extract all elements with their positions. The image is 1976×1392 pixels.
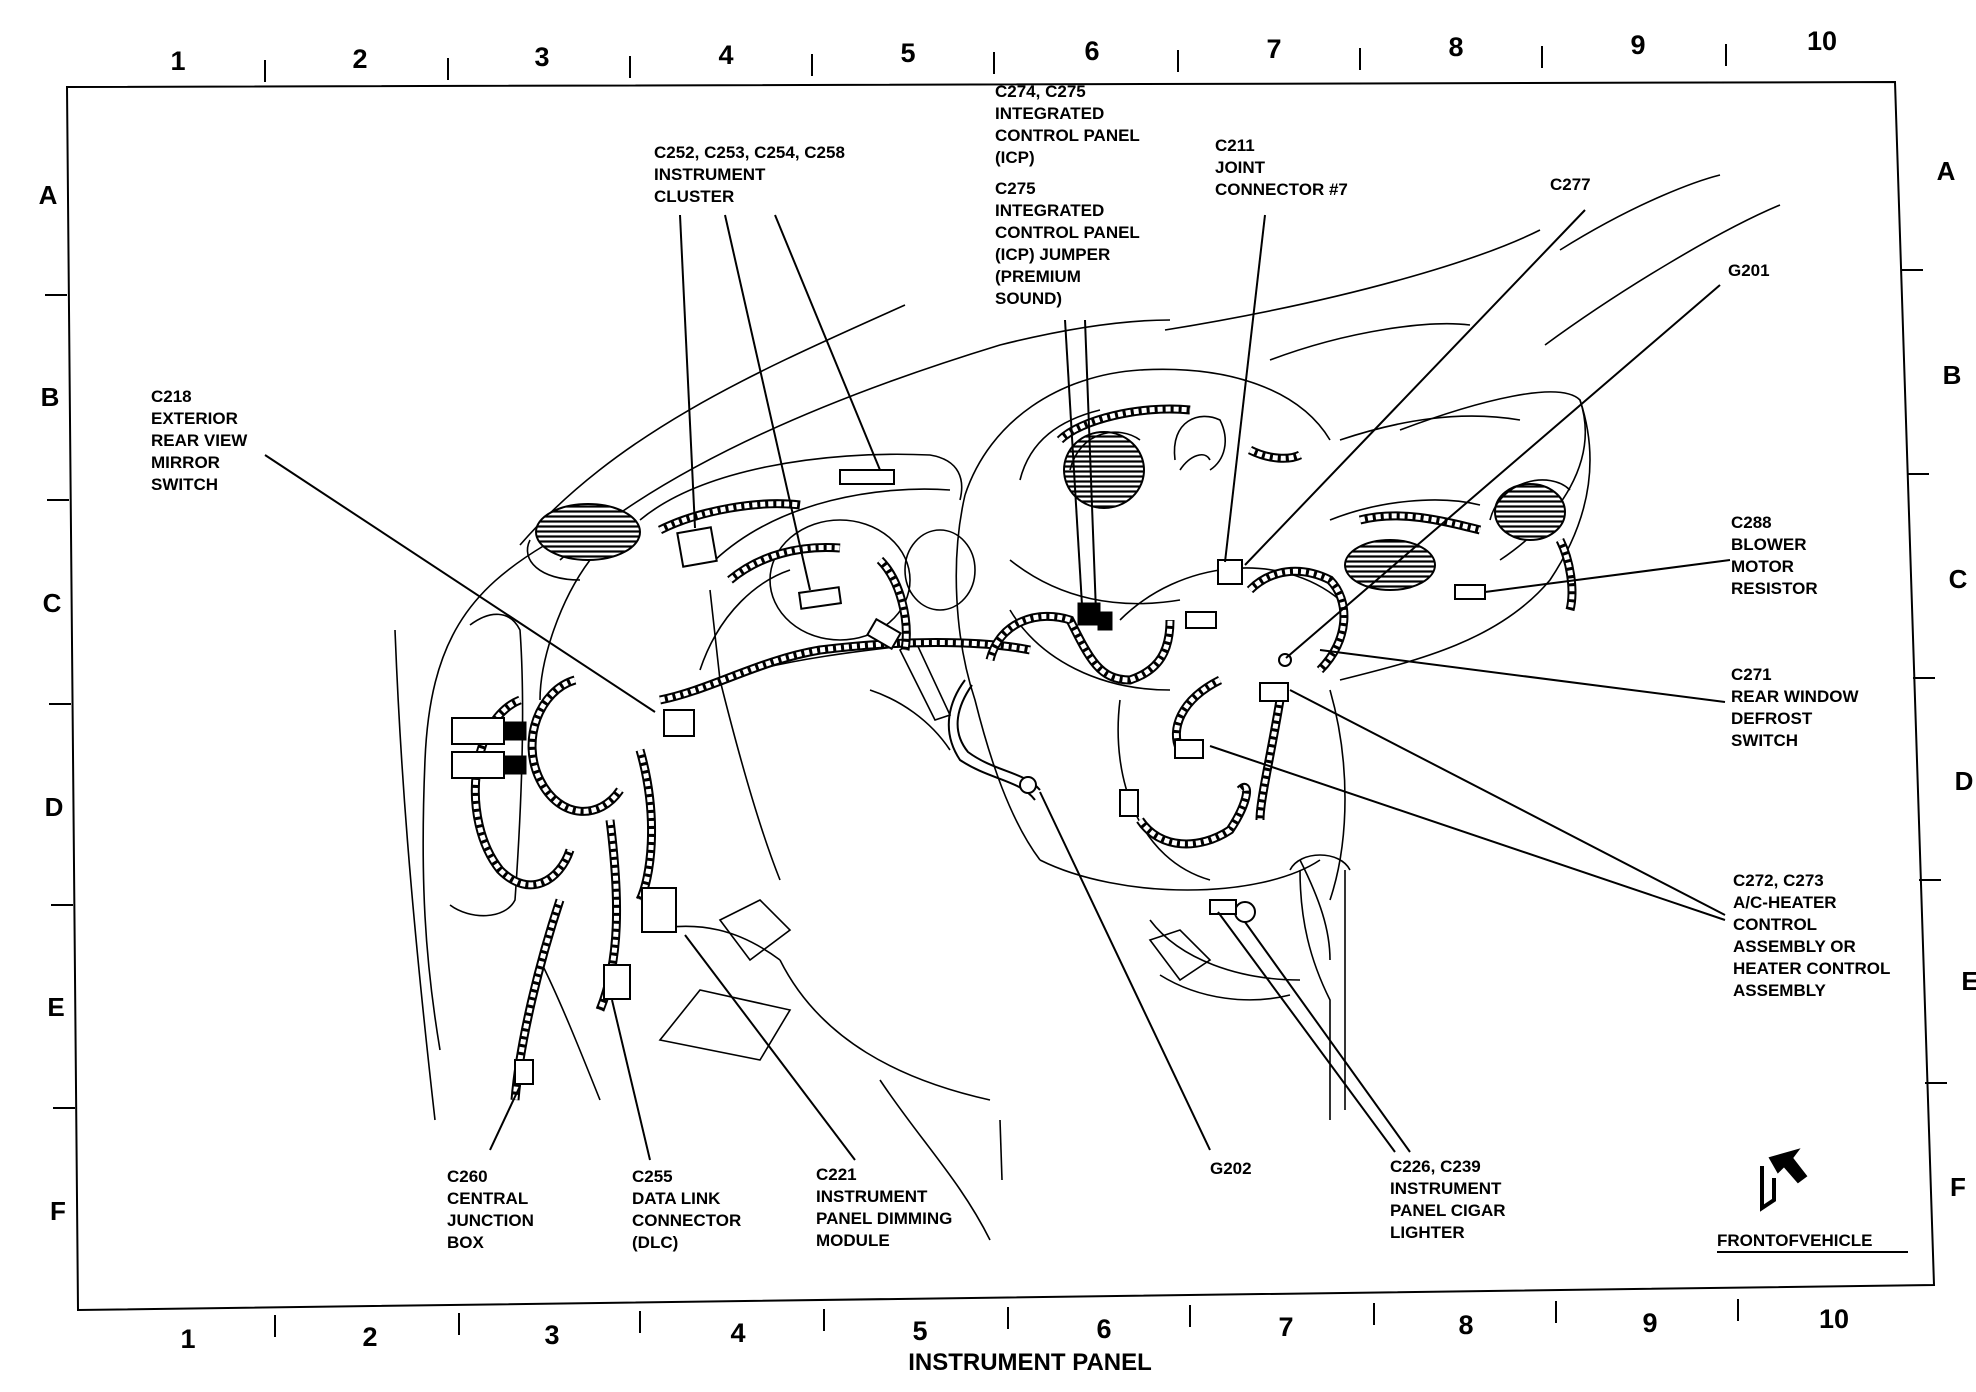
callout-c260: C260 CENTRAL JUNCTION BOX (447, 1167, 539, 1252)
bottom-column-ticks (274, 1299, 1739, 1337)
callout-c277: C277 (1550, 175, 1591, 194)
connectors (451, 469, 1486, 1085)
left-air-vent (535, 503, 641, 561)
page-title: INSTRUMENT PANEL (908, 1349, 1152, 1376)
col-label: 10 (1807, 26, 1837, 56)
row-label: F (50, 1196, 66, 1226)
center-air-vent (1063, 431, 1145, 509)
col-label: 5 (900, 38, 915, 68)
col-label: 4 (730, 1318, 745, 1348)
row-label: C (43, 588, 62, 618)
row-label: B (41, 382, 60, 412)
col-label: 1 (170, 46, 185, 76)
row-label: D (1955, 766, 1974, 796)
callout-c211: C211 JOINT CONNECTOR #7 (1215, 136, 1348, 199)
col-label: 3 (534, 42, 549, 72)
col-label: 2 (352, 44, 367, 74)
wiring-harness (470, 404, 1577, 1101)
right-row-ticks (1901, 269, 1947, 1084)
left-row-labels: A B C D E F (39, 180, 66, 1226)
callout-c255: C255 DATA LINK CONNECTOR (DLC) (632, 1167, 746, 1252)
front-of-vehicle-arrow-icon (1760, 1148, 1808, 1212)
row-label: C (1949, 564, 1968, 594)
row-label: E (47, 992, 64, 1022)
col-label: 7 (1266, 34, 1281, 64)
right-air-vent (1494, 483, 1566, 541)
callout-c275: C275 INTEGRATED CONTROL PANEL (ICP) JUMP… (995, 179, 1144, 308)
col-label: 8 (1458, 1310, 1473, 1340)
row-label: E (1961, 966, 1976, 996)
callout-c288: C288 BLOWER MOTOR RESISTOR (1731, 513, 1818, 598)
row-label: A (1937, 156, 1956, 186)
leader-lines (264, 209, 1731, 1161)
callout-c221: C221 INSTRUMENT PANEL DIMMING MODULE (816, 1165, 957, 1250)
left-row-ticks (45, 294, 75, 1109)
top-column-ticks (264, 44, 1727, 82)
col-label: 1 (180, 1324, 195, 1354)
col-label: 10 (1819, 1304, 1849, 1334)
row-label: D (45, 792, 64, 822)
row-label: B (1943, 360, 1962, 390)
callout-c252: C252, C253, C254, C258 INSTRUMENT CLUSTE… (654, 143, 850, 206)
callout-c272: C272, C273 A/C-HEATER CONTROL ASSEMBLY O… (1733, 871, 1895, 1000)
callout-c274: C274, C275 INTEGRATED CONTROL PANEL (ICP… (995, 82, 1144, 167)
callout-g201: G201 (1728, 261, 1770, 280)
callout-g202: G202 (1210, 1159, 1252, 1178)
row-label: F (1950, 1172, 1966, 1202)
right-row-labels: A B C D E F (1937, 156, 1976, 1202)
diagram-frame (65, 80, 1936, 1312)
col-label: 2 (362, 1322, 377, 1352)
col-label: 5 (912, 1316, 927, 1346)
callout-c218: C218 EXTERIOR REAR VIEW MIRROR SWITCH (151, 387, 252, 494)
col-label: 6 (1096, 1314, 1111, 1344)
front-of-vehicle-label: FRONTOFVEHICLE (1717, 1231, 1873, 1250)
dashboard-illustration (394, 174, 1781, 1241)
col-label: 9 (1642, 1308, 1657, 1338)
row-label: A (39, 180, 58, 210)
callout-labels: C252, C253, C254, C258 INSTRUMENT CLUSTE… (151, 82, 1895, 1252)
col-label: 9 (1630, 30, 1645, 60)
callout-c226: C226, C239 INSTRUMENT PANEL CIGAR LIGHTE… (1390, 1157, 1510, 1242)
col-label: 8 (1448, 32, 1463, 62)
col-label: 3 (544, 1320, 559, 1350)
right-center-vent (1344, 539, 1436, 591)
col-label: 6 (1084, 36, 1099, 66)
bottom-column-labels: 1 2 3 4 5 6 7 8 9 10 (180, 1304, 1849, 1354)
col-label: 4 (718, 40, 733, 70)
top-column-labels: 1 2 3 4 5 6 7 8 9 10 (170, 26, 1837, 76)
col-label: 7 (1278, 1312, 1293, 1342)
callout-c271: C271 REAR WINDOW DEFROST SWITCH (1731, 665, 1863, 750)
